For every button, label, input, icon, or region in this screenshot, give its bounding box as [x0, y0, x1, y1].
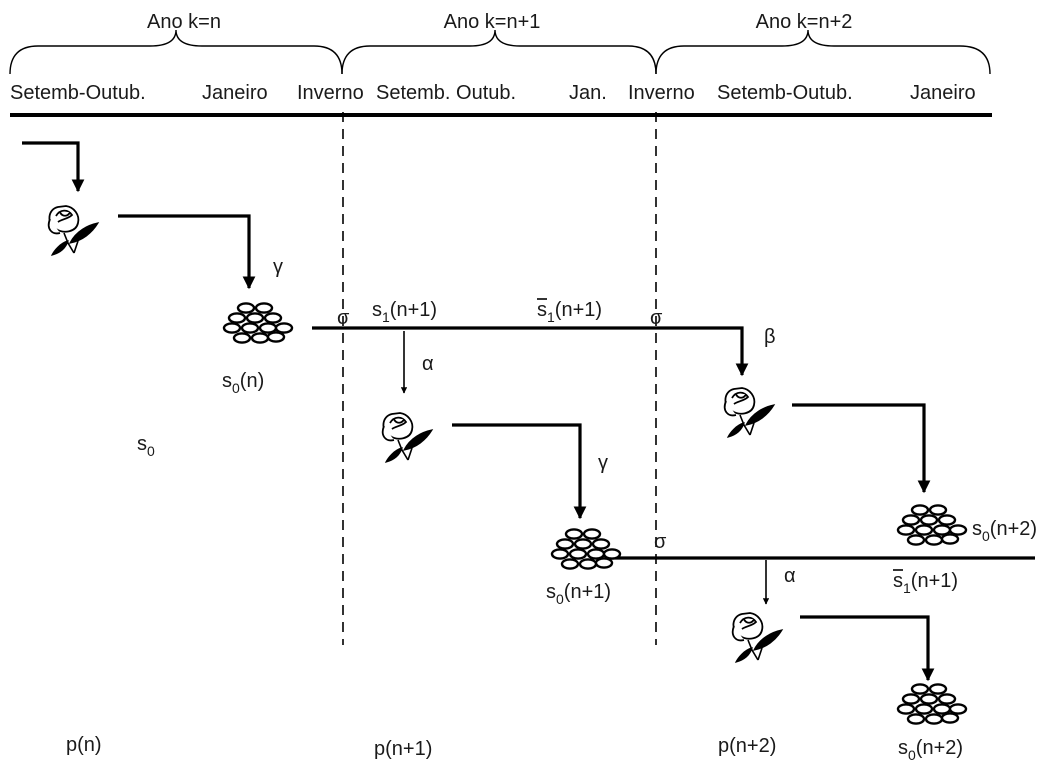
year-brace-2: [341, 29, 657, 75]
flow-to-flower-1: [22, 141, 85, 193]
label-s0: s0: [137, 433, 155, 459]
population-label-n2: p(n+2): [718, 735, 776, 757]
flower-icon: [731, 612, 783, 663]
flow-flower2-to-seeds: [452, 423, 587, 520]
label-s0-n2-lower: s0(n+2): [898, 737, 963, 763]
year-brace-3: [655, 29, 991, 75]
label-s0-n: s0(n): [222, 370, 264, 396]
seeds-icon: [550, 528, 622, 570]
season-label-1: Setemb-Outub.: [10, 82, 146, 104]
flow-flower1-to-seeds: [118, 214, 256, 290]
flower-icon: [47, 205, 99, 256]
label-s0-n1: s0(n+1): [546, 581, 611, 607]
flow-seedbank-year1: [312, 326, 749, 377]
population-label-n: p(n): [66, 734, 102, 756]
rate-beta: β: [764, 326, 776, 348]
season-label-4: Setemb. Outub.: [376, 82, 516, 104]
season-label-5: Jan.: [569, 82, 607, 104]
year-label-n: Ano k=n: [147, 11, 221, 33]
seeds-icon: [222, 302, 294, 344]
rate-sigma-1: σ: [337, 307, 350, 329]
flower-icon: [723, 387, 775, 438]
flow-flower4-to-seeds: [800, 615, 935, 682]
rate-alpha-1: α: [422, 353, 434, 375]
year-brace-1: [9, 29, 343, 75]
rate-gamma-1: γ: [273, 256, 283, 278]
rate-sigma-3: σ: [654, 531, 667, 553]
population-label-n1: p(n+1): [374, 738, 432, 760]
year-label-n2: Ano k=n+2: [756, 11, 853, 33]
season-label-6: Inverno: [628, 82, 695, 104]
season-label-2: Janeiro: [202, 82, 268, 104]
seeds-icon: [896, 683, 968, 725]
season-label-3: Inverno: [297, 82, 364, 104]
rate-alpha-2: α: [784, 565, 796, 587]
label-s0-n2-upper: s0(n+2): [972, 518, 1037, 544]
label-s1bar-n1-lower: s1(n+1): [893, 570, 958, 596]
season-label-7: Setemb-Outub.: [717, 82, 853, 104]
rate-gamma-2: γ: [598, 452, 608, 474]
year-label-n1: Ano k=n+1: [444, 11, 541, 33]
season-label-8: Janeiro: [910, 82, 976, 104]
label-s1bar-n1: s1(n+1): [537, 299, 602, 325]
flow-flower3-to-seeds: [792, 403, 931, 494]
label-s1-n1: s1(n+1): [372, 299, 437, 325]
flower-icon: [381, 412, 433, 463]
rate-sigma-2: σ: [650, 307, 663, 329]
seeds-icon: [896, 504, 968, 546]
